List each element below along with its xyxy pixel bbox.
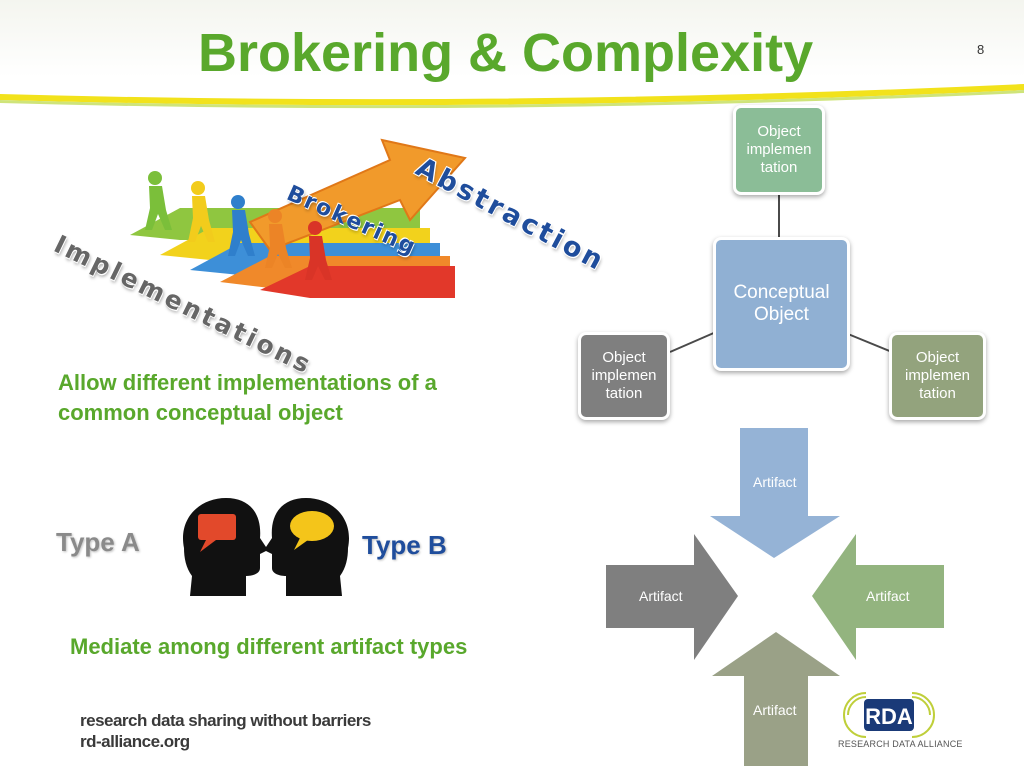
- rda-caption: RESEARCH DATA ALLIANCE: [838, 739, 963, 749]
- figure-blue: [228, 195, 255, 256]
- artifact-arrow-bottom: [712, 632, 840, 766]
- staircase-illustration: [130, 138, 467, 298]
- artifact-label-bottom: Artifact: [753, 702, 797, 718]
- figure-green: [145, 171, 172, 230]
- artifact-arrow-left: [606, 534, 738, 660]
- heads-illustration: [183, 498, 349, 596]
- footer-tagline: research data sharing without barriers: [80, 711, 371, 730]
- object-implementation-left: Object implemen tation: [578, 332, 670, 420]
- artifact-label-right: Artifact: [866, 588, 910, 604]
- figure-orange: [265, 209, 292, 268]
- figure-yellow: [188, 181, 215, 242]
- artifact-label-left: Artifact: [639, 588, 683, 604]
- mediate-artifacts-text: Mediate among different artifact types: [70, 634, 468, 659]
- slide-title: Brokering & Complexity: [198, 23, 814, 83]
- footer-url: rd-alliance.org: [80, 732, 190, 751]
- object-implementation-right: Object implemen tation: [889, 332, 986, 420]
- object-implementation-top: Object implemen tation: [733, 105, 825, 195]
- rda-logo-text: RDA: [865, 704, 913, 729]
- header-swoosh: [0, 84, 1024, 109]
- page-number: 8: [977, 42, 985, 57]
- type-b-label: Type B: [362, 530, 447, 560]
- head-right-icon: [264, 498, 349, 596]
- head-left-icon: [183, 498, 268, 596]
- allow-implementations-text: Allow different implementations of a com…: [58, 370, 437, 425]
- conceptual-object: Conceptual Object: [713, 237, 850, 371]
- artifact-label-top: Artifact: [753, 474, 797, 490]
- artifact-arrow-top: [710, 428, 840, 558]
- rda-logo: RDA: [843, 692, 935, 738]
- artifact-arrow-right: [812, 534, 944, 660]
- figure-red: [305, 221, 332, 280]
- type-a-label: Type A: [56, 527, 140, 557]
